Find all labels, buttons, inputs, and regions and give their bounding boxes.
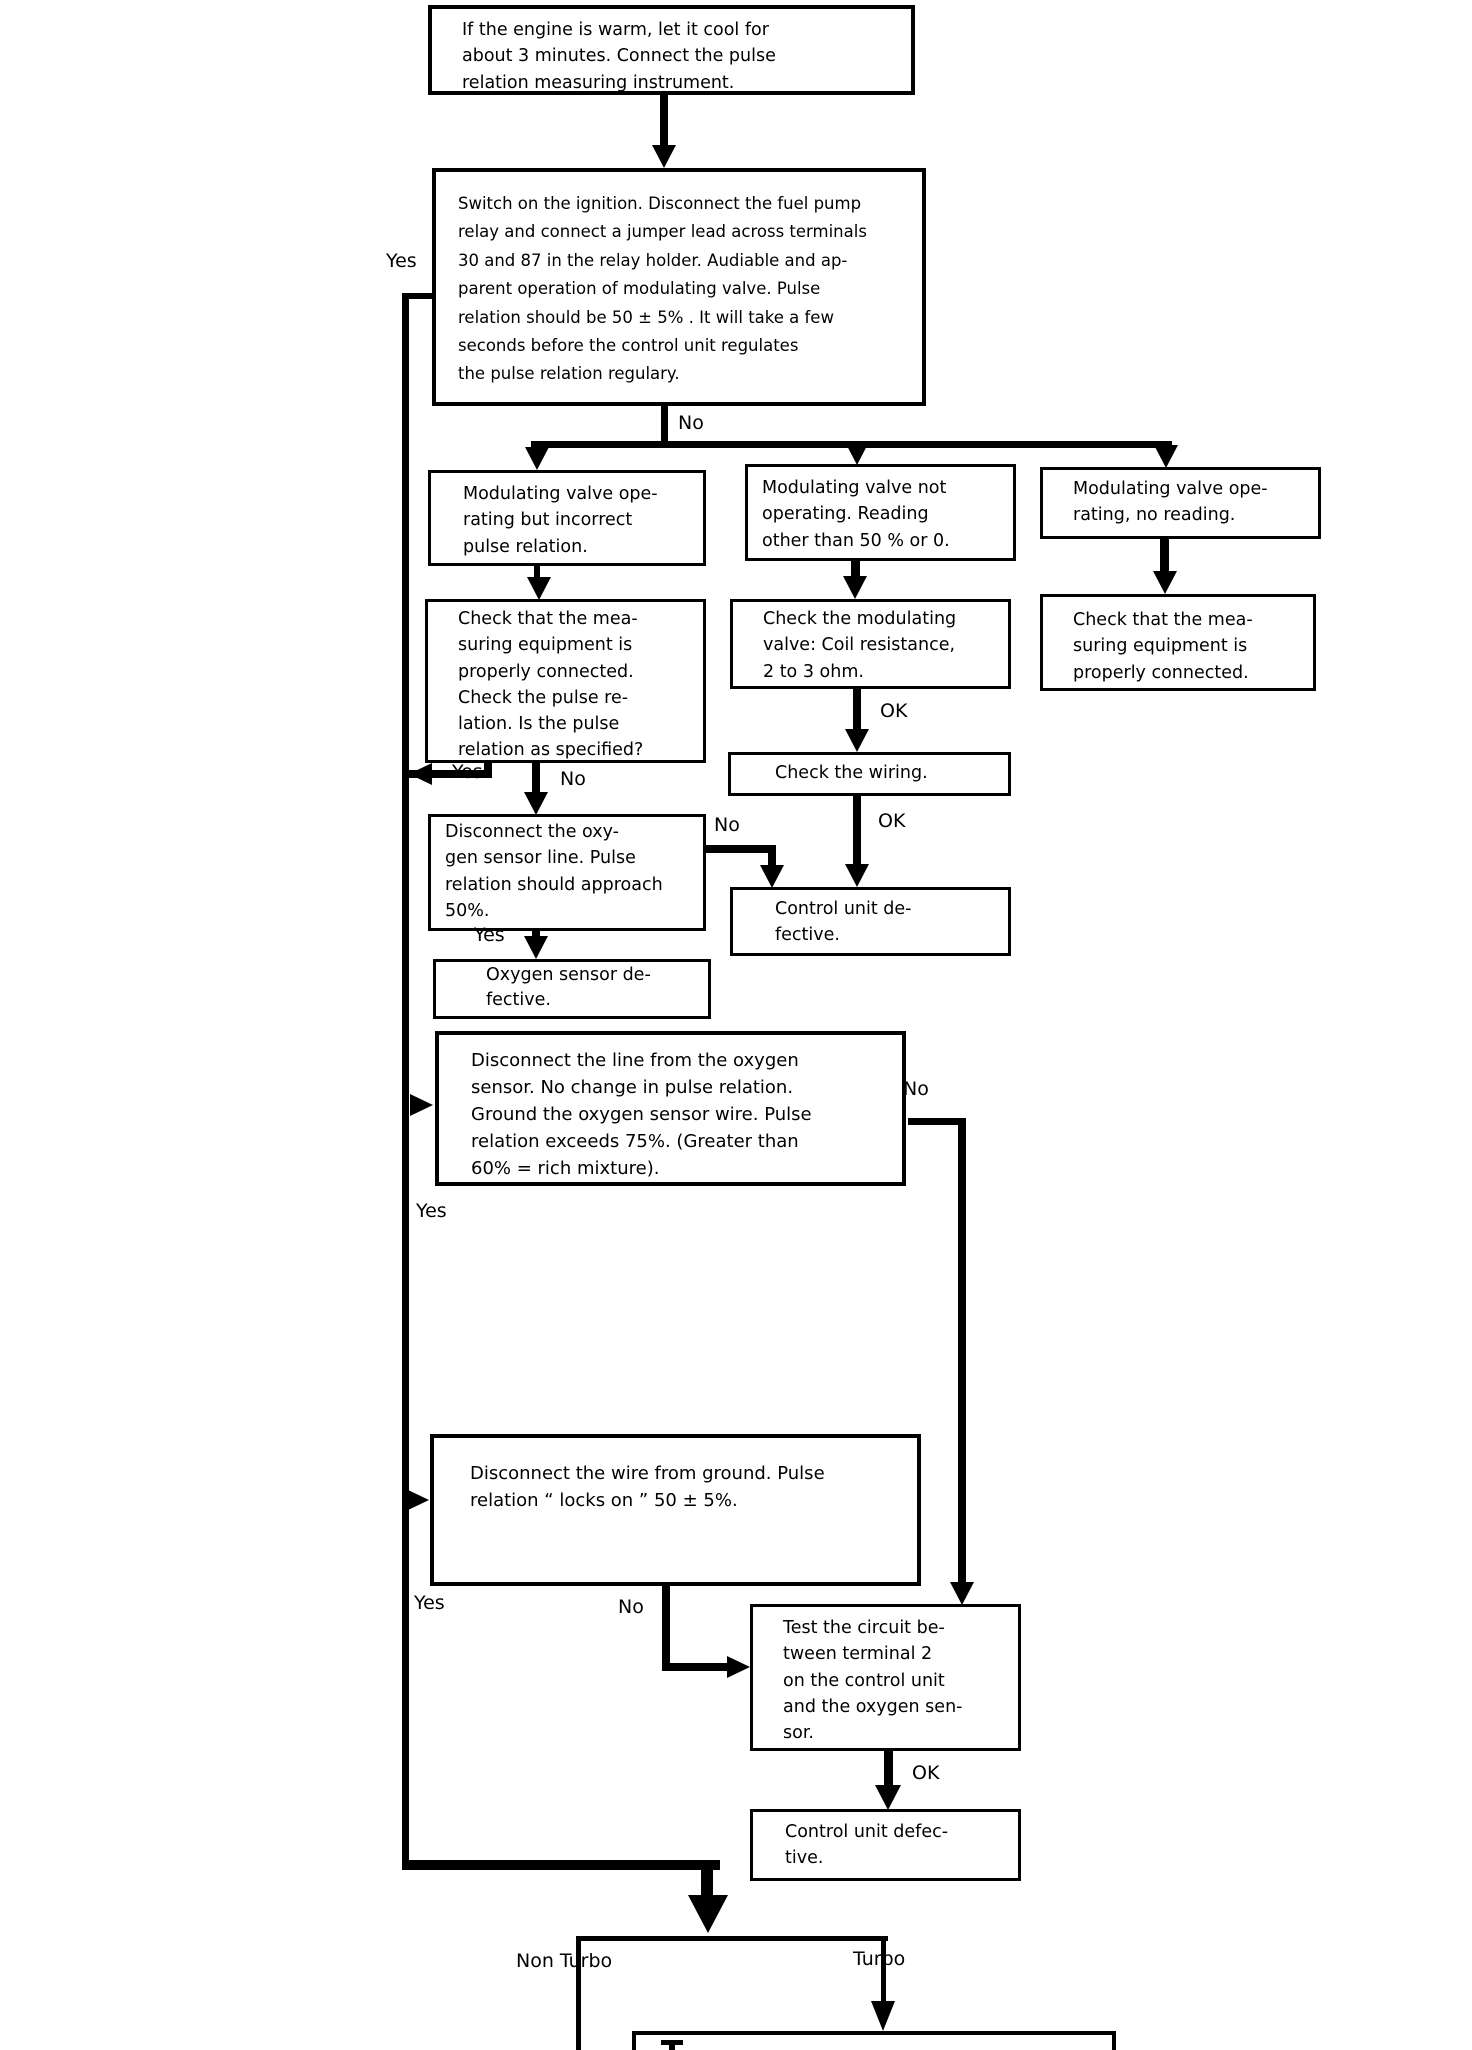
label-no-pulse-specified: No <box>560 768 586 790</box>
flow-line-turbo <box>881 1936 886 2003</box>
node-control-unit-defective-1: Control unit de- fective. <box>730 887 1011 956</box>
flow-line <box>768 845 776 869</box>
node-check-equipment-pulse: Check that the mea- suring equipment is … <box>425 599 706 763</box>
label-no-exceeds75: No <box>903 1078 929 1100</box>
flow-line <box>958 1118 966 1598</box>
node-o2-sensor-defective: Oxygen sensor de- fective. <box>433 959 711 1019</box>
flow-line <box>851 560 860 578</box>
label-no-approach50: No <box>714 814 740 836</box>
node-disconnect-ground-wire: Disconnect the wire from ground. Pulse r… <box>430 1434 921 1586</box>
flow-line <box>661 405 668 446</box>
label-yes-exceeds75: Yes <box>416 1200 447 1222</box>
arrowhead-down <box>527 577 551 600</box>
flow-line <box>884 1751 893 1789</box>
flow-line <box>853 796 861 866</box>
arrowhead-down <box>652 145 676 168</box>
node-check-equipment: Check that the mea- suring equipment is … <box>1040 594 1316 691</box>
arrowhead-down <box>875 1785 901 1810</box>
arrowhead-right <box>406 1489 429 1511</box>
arrowhead-down <box>525 447 549 470</box>
node-valve-not-operating: Modulating valve not operating. Reading … <box>745 464 1016 561</box>
arrowhead-right <box>410 1094 433 1116</box>
flow-line <box>853 688 861 731</box>
flow-line <box>704 845 776 853</box>
arrowhead-down <box>871 2001 895 2031</box>
label-yes-approach50: Yes <box>474 924 505 946</box>
node-check-wiring: Check the wiring. <box>728 752 1011 796</box>
flow-line <box>532 930 540 938</box>
flow-line <box>534 565 540 579</box>
flow-line <box>1160 538 1169 573</box>
node-valve-no-reading: Modulating valve ope- rating, no reading… <box>1040 467 1321 539</box>
flow-line <box>662 1663 730 1671</box>
flow-line <box>662 1586 670 1671</box>
arrowhead-down <box>760 865 784 888</box>
node-control-unit-defective-2: Control unit defec- tive. <box>750 1809 1021 1881</box>
label-yes-ignition: Yes <box>386 250 417 272</box>
flow-line-yes-rail <box>402 293 409 1870</box>
arrowhead-down <box>688 1895 728 1933</box>
node-disconnect-o2-line: Disconnect the oxy- gen sensor line. Pul… <box>428 814 706 931</box>
flow-line <box>409 770 489 778</box>
arrowhead-down <box>1154 445 1178 468</box>
flow-line-non-turbo <box>576 1936 581 2050</box>
node-bottom-partial <box>632 2031 1116 2050</box>
flow-line <box>532 762 540 794</box>
arrowhead-down <box>950 1582 974 1605</box>
flow-line <box>908 1118 966 1125</box>
partial-text-fragment <box>669 2040 675 2050</box>
arrowhead-down <box>845 442 869 465</box>
label-ok-wiring: OK <box>878 810 906 832</box>
arrowhead-down <box>1153 571 1177 594</box>
arrowhead-down <box>845 729 869 752</box>
label-yes-locks-on: Yes <box>414 1592 445 1614</box>
node-start: If the engine is warm, let it cool for a… <box>428 5 915 95</box>
flow-line-split-bar <box>576 1936 888 1941</box>
node-switch-ignition: Switch on the ignition. Disconnect the f… <box>432 168 926 406</box>
arrowhead-down <box>845 864 869 887</box>
label-ok-circuit: OK <box>912 1762 940 1784</box>
arrowhead-down <box>524 936 548 959</box>
node-valve-incorrect-pulse: Modulating valve ope- rating but incorre… <box>428 470 706 566</box>
flow-line <box>701 1860 713 1898</box>
flow-line <box>402 293 436 299</box>
arrowhead-down <box>524 792 548 815</box>
arrowhead-right <box>727 1656 750 1678</box>
label-no-ignition: No <box>678 412 704 434</box>
arrowhead-left <box>409 763 432 785</box>
label-ok-coil: OK <box>880 700 908 722</box>
flow-line <box>660 93 668 147</box>
label-turbo: Turbo <box>853 1948 906 1970</box>
label-no-locks-on: No <box>618 1596 644 1618</box>
node-test-circuit-terminal2: Test the circuit be- tween terminal 2 on… <box>750 1604 1021 1751</box>
arrowhead-down <box>843 576 867 599</box>
label-non-turbo: Non Turbo <box>516 1950 613 1972</box>
node-check-valve-coil: Check the modulating valve: Coil resista… <box>730 599 1011 689</box>
flow-line <box>402 1860 720 1870</box>
node-disconnect-o2-sensor-line-ground: Disconnect the line from the oxygen sens… <box>435 1031 906 1186</box>
